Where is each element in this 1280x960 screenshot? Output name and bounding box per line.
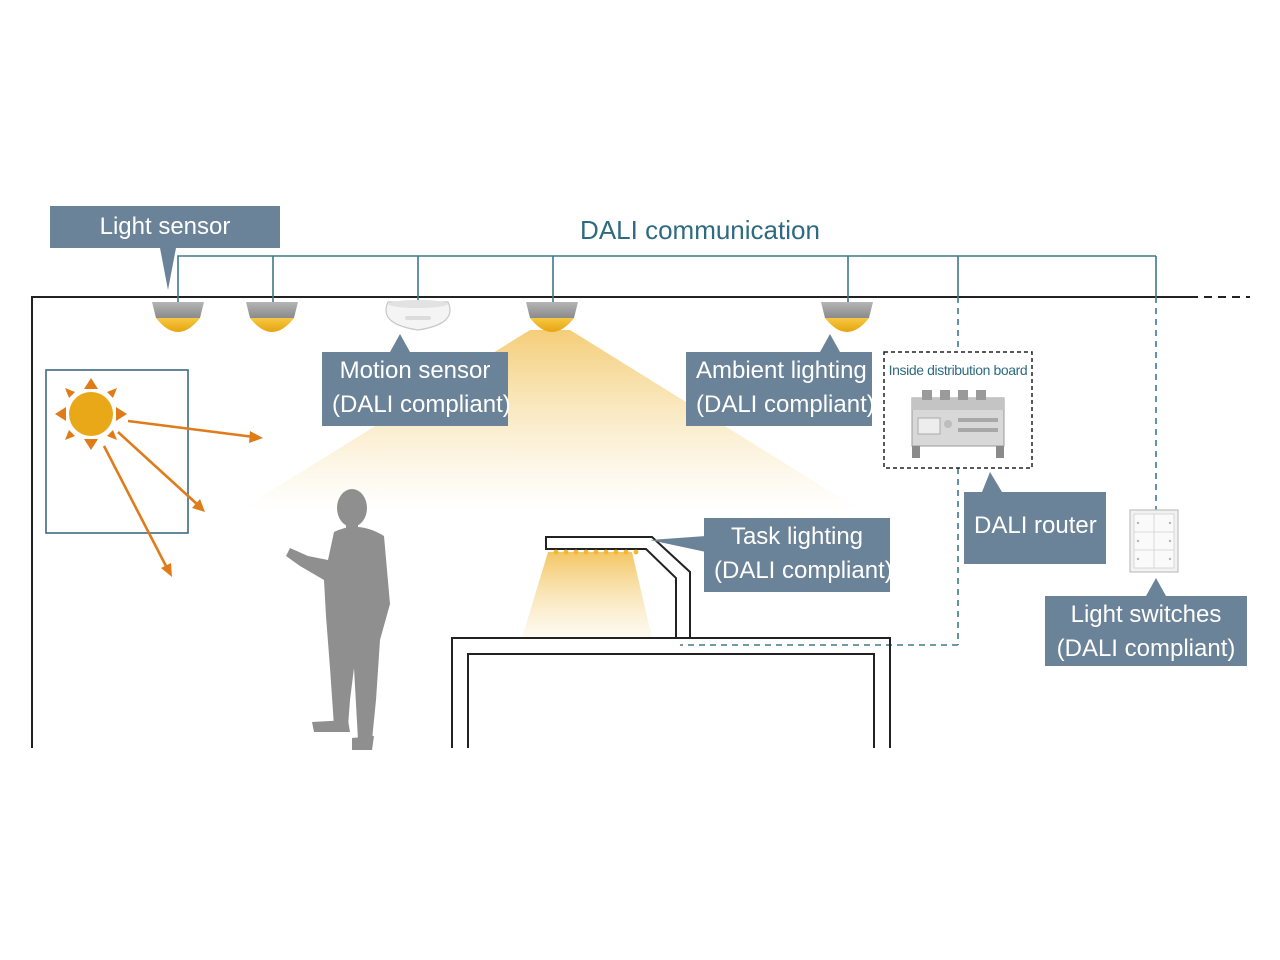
light-switches-label-line2: (DALI compliant) xyxy=(1056,635,1236,662)
ambient-lighting-label-line1: Ambient lighting xyxy=(696,357,867,384)
light-switches-label-line1: Light switches xyxy=(1070,601,1222,628)
dali-bus-dashed xyxy=(680,297,1157,646)
task-lighting-label-line1: Task lighting xyxy=(730,523,864,550)
ceiling-lamp-central xyxy=(526,302,578,332)
ambient-lighting-lamp xyxy=(821,302,873,332)
window-frame xyxy=(45,369,189,534)
distribution-board-caption: Inside distribution board xyxy=(888,362,1028,378)
diagram-title: DALI communication xyxy=(580,215,820,245)
motion-sensor-label-line1: Motion sensor xyxy=(339,357,491,384)
callout-pointers xyxy=(160,248,1166,596)
task-lighting-label-line2: (DALI compliant) xyxy=(714,557,893,584)
person-silhouette xyxy=(286,489,390,750)
task-lighting-fixture xyxy=(545,536,691,639)
ceiling-lamp-2 xyxy=(246,302,298,332)
dali-router-label-line1: DALI router xyxy=(974,512,1097,539)
light-sensor-label: Light sensor xyxy=(50,206,280,248)
light-switch-panel xyxy=(1129,509,1179,573)
task-light-beam xyxy=(522,552,652,638)
ambient-lighting-label-line2: (DALI compliant) xyxy=(696,391,875,418)
dali-router-label: DALI router xyxy=(964,492,1106,564)
desk xyxy=(451,637,891,748)
sunlight-arrows xyxy=(102,419,263,577)
task-lighting-label: Task lighting (DALI compliant) xyxy=(704,518,893,592)
ambient-light-beam xyxy=(240,330,860,510)
room-outline xyxy=(31,296,1190,748)
light-sensor-label-line1: Light sensor xyxy=(99,213,231,240)
dali-router-device xyxy=(911,390,1005,458)
light-sensor-lamp xyxy=(152,302,204,332)
ambient-lighting-label: Ambient lighting (DALI compliant) xyxy=(686,352,875,426)
motion-sensor-label-line2: (DALI compliant) xyxy=(332,391,511,418)
motion-sensor-label: Motion sensor (DALI compliant) xyxy=(322,352,511,426)
motion-sensor-device xyxy=(385,300,451,331)
light-switches-label: Light switches (DALI compliant) xyxy=(1045,596,1247,666)
sun-icon xyxy=(55,378,127,450)
dali-bus xyxy=(177,255,1157,302)
